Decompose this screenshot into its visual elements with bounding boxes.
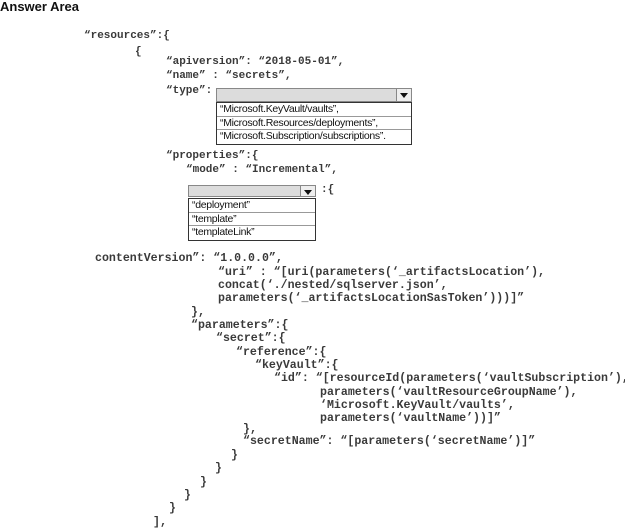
code-line: “type”: <box>166 85 213 97</box>
code-line: “keyVault”:{ <box>255 359 339 372</box>
code-line: “uri” : “[uri(parameters(‘_artifactsLoca… <box>218 266 545 279</box>
code-line: parameters(‘vaultResourceGroupName’), <box>320 386 578 399</box>
property-option[interactable]: “template” <box>189 213 315 227</box>
answer-area-title: Answer Area <box>0 0 79 14</box>
property-dropdown[interactable] <box>188 185 316 197</box>
code-line: parameters(‘vaultName’))]” <box>320 412 501 425</box>
code-line: } <box>215 462 222 475</box>
code-line: } <box>231 449 238 462</box>
code-line: concat(‘./nested/sqlserver.json’, <box>218 279 448 292</box>
code-line: }, <box>243 423 257 436</box>
type-option[interactable]: “Microsoft.KeyVault/vaults”, <box>217 103 411 117</box>
code-line: “resources”:{ <box>84 30 170 42</box>
chevron-down-icon[interactable] <box>396 89 411 101</box>
code-line: } <box>169 502 176 515</box>
chevron-down-icon[interactable] <box>300 186 315 196</box>
type-dropdown[interactable] <box>216 88 412 102</box>
code-line: “properties”:{ <box>166 150 259 162</box>
code-line: contentVersion”: “1.0.0.0”, <box>95 252 283 265</box>
type-option[interactable]: “Microsoft.Resources/deployments”, <box>217 117 411 131</box>
code-line: parameters(‘_artifactsLocationSasToken’)… <box>218 292 525 305</box>
code-line: “parameters”:{ <box>191 319 289 332</box>
code-line: “name” : “secrets”, <box>166 70 292 82</box>
code-line: “reference”:{ <box>236 346 327 359</box>
code-line: “id”: “[resourceId(parameters(‘vaultSubs… <box>274 372 625 385</box>
type-options-list: “Microsoft.KeyVault/vaults”, “Microsoft.… <box>216 102 412 145</box>
code-line: ], <box>153 516 167 529</box>
property-option[interactable]: “deployment” <box>189 199 315 213</box>
code-line: } <box>200 476 207 489</box>
code-line: “apiversion”: “2018-05-01”, <box>166 56 345 68</box>
code-line: “secret”:{ <box>216 332 286 345</box>
code-line: }, <box>191 306 205 319</box>
code-line: } <box>184 489 191 502</box>
code-line: “secretName”: “[parameters(‘secretName’)… <box>243 435 536 448</box>
code-line: { <box>135 46 142 58</box>
code-line: :{ <box>321 184 335 196</box>
code-line: “mode” : “Incremental”, <box>186 164 338 176</box>
property-options-list: “deployment” “template” “templateLink” <box>188 198 316 241</box>
type-option[interactable]: “Microsoft.Subscription/subscriptions”. <box>220 130 386 143</box>
property-option[interactable]: “templateLink” <box>192 226 255 239</box>
code-line: ‘Microsoft.KeyVault/vaults’, <box>320 399 515 412</box>
